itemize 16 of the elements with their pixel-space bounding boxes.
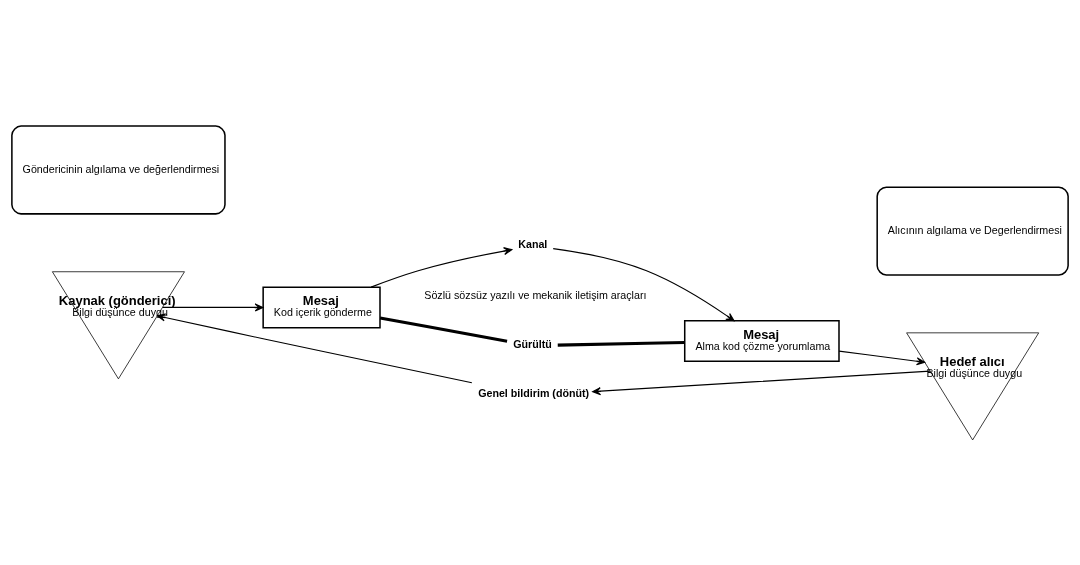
node-text: Genel bildirim (dönüt)	[478, 386, 590, 399]
label: Sözlü sözsüz yazılı ve mekanik iletişim araçları	[424, 288, 647, 301]
connector	[557, 340, 685, 347]
node-box: Mesaj Alma kod çözme yorumlama	[683, 319, 840, 362]
arrow	[552, 247, 735, 321]
node-box: Göndericinin algılama ve değerlendirmesi	[11, 124, 226, 215]
arrow	[156, 313, 473, 383]
arrow	[838, 350, 926, 365]
arrow	[370, 246, 513, 288]
arrow	[162, 302, 264, 311]
arrow	[592, 370, 931, 395]
node-box: Mesaj Kod içerik gönderme	[262, 285, 381, 328]
node-box: Alıcının algılama ve Degerlendirmesi	[876, 185, 1069, 276]
node-text: Gürültü	[513, 337, 552, 350]
connector	[379, 316, 508, 343]
node-text: Kanal	[518, 237, 548, 250]
